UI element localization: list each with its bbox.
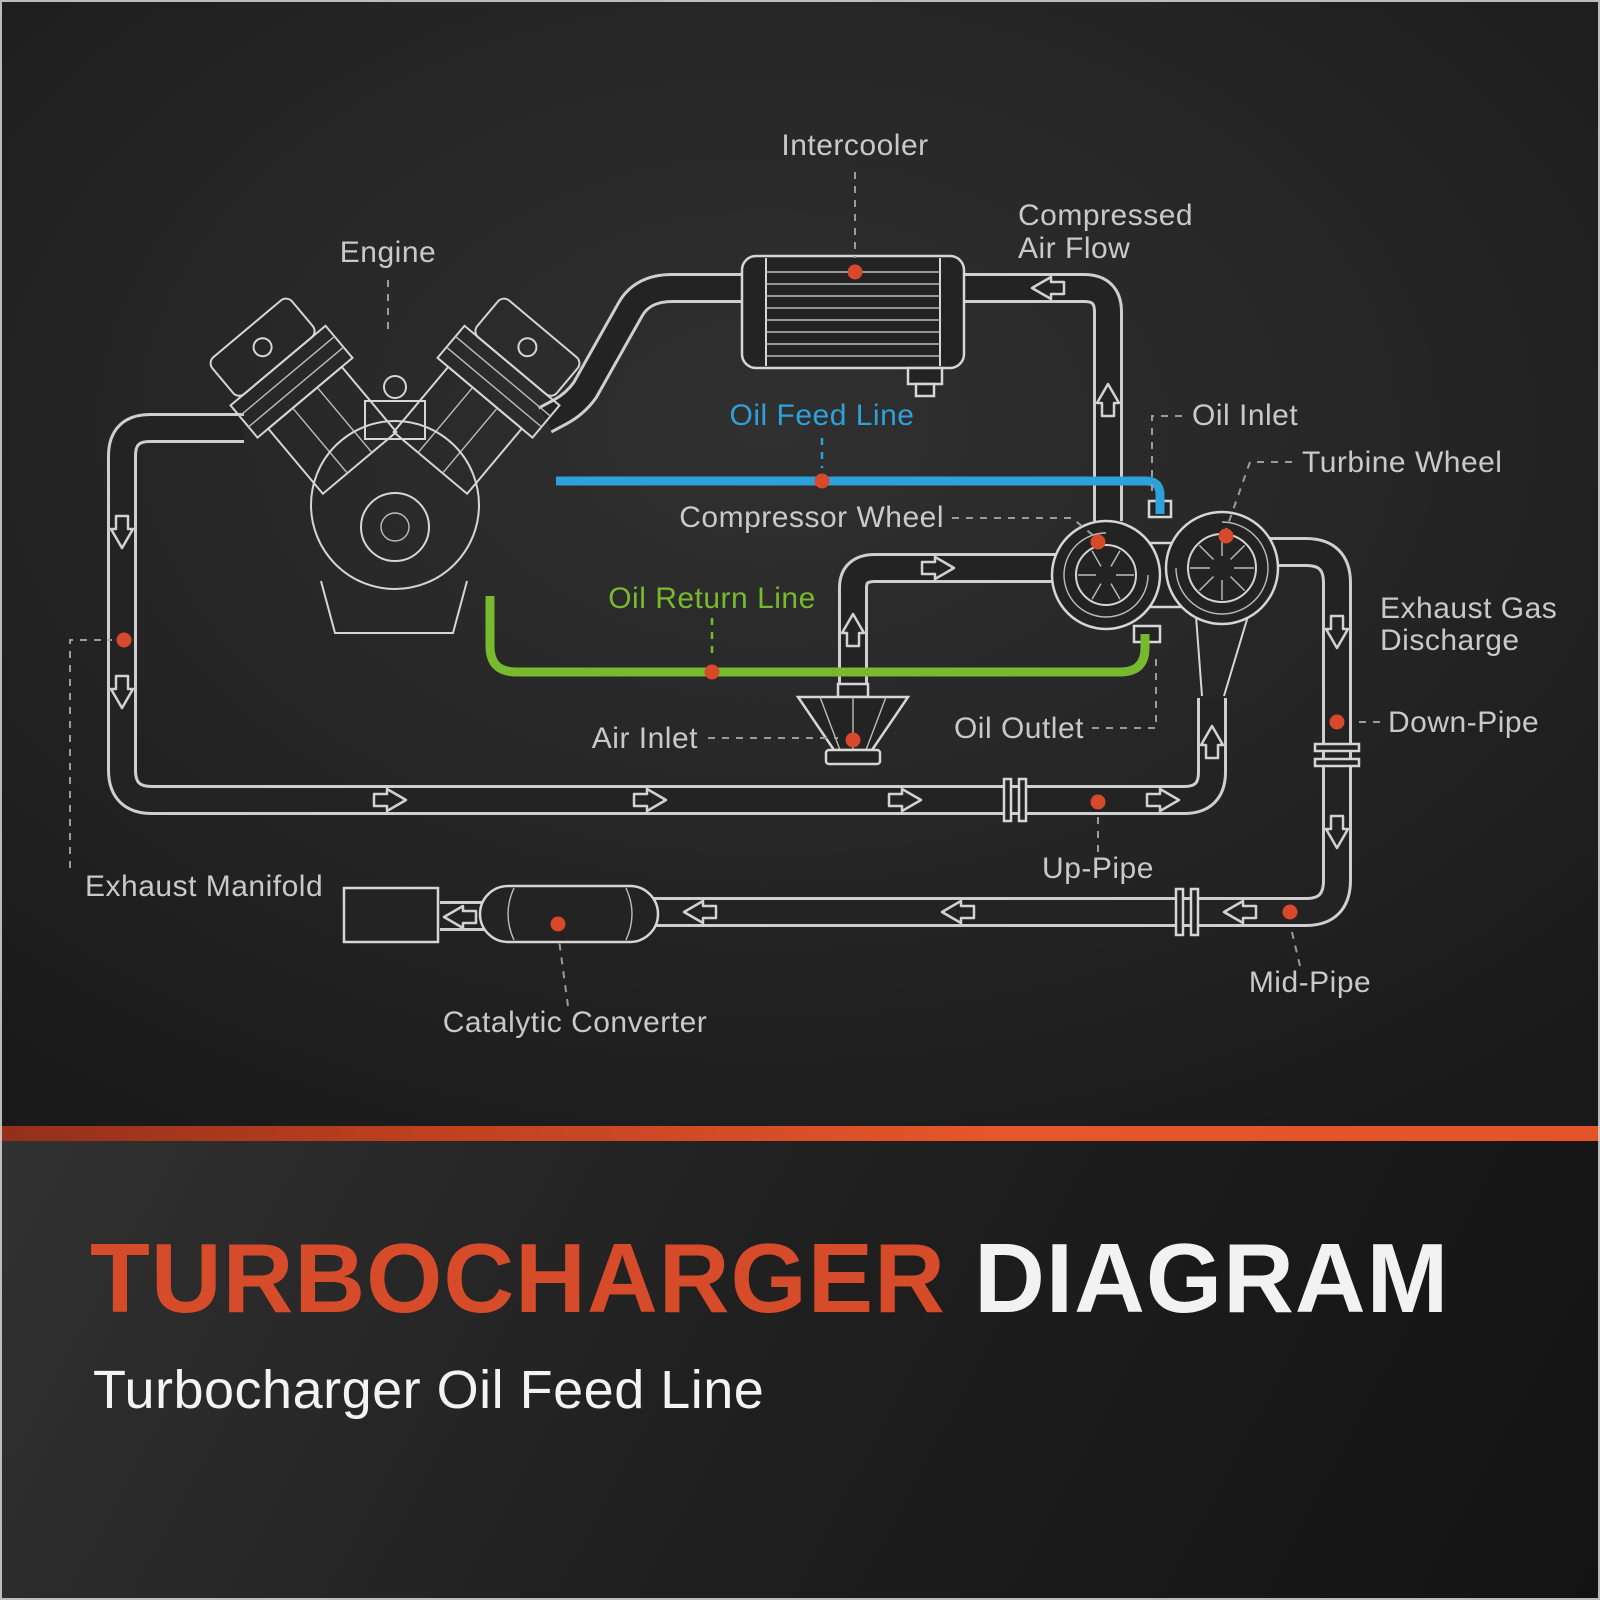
pipe-compressed-air-outer: [965, 273, 1123, 521]
dot-mid-pipe: [1282, 904, 1298, 920]
engine-crankcase: [310, 420, 480, 590]
downpipe-flange: [1313, 742, 1361, 753]
pipe-exhaust-manifold-uppipe-inner: [110, 416, 1224, 812]
labels: Intercooler Compressed Air Flow Engine O…: [85, 129, 1557, 1039]
engine-intake-plenum: [364, 400, 426, 440]
label-compressed-air-flow-2: Air Flow: [1018, 232, 1130, 265]
label-intercooler: Intercooler: [781, 129, 928, 162]
dot-oil-return: [704, 664, 720, 680]
title-word-diagram: DIAGRAM: [974, 1223, 1450, 1333]
label-engine: Engine: [340, 236, 436, 269]
pipe-flanges: [1002, 742, 1361, 937]
oil-feed-line: [556, 476, 1165, 514]
title-block: TURBOCHARGER DIAGRAM Turbocharger Oil Fe…: [0, 1141, 1600, 1600]
engine-illustration: [209, 297, 581, 634]
page-title: TURBOCHARGER DIAGRAM: [90, 1229, 1449, 1327]
pipe-intake-inner: [841, 556, 1062, 690]
dot-catalytic-converter: [550, 916, 566, 932]
dot-air-inlet: [845, 732, 861, 748]
compressor-blades: [1078, 550, 1134, 600]
label-turbine-wheel: Turbine Wheel: [1302, 446, 1502, 479]
leader-catalytic-converter: [558, 939, 569, 1007]
catalytic-converter-illustration: [478, 884, 660, 944]
diagram-area: Intercooler Compressed Air Flow Engine O…: [0, 0, 1600, 1126]
label-oil-return-line: Oil Return Line: [608, 582, 816, 615]
accent-stripe: [0, 1126, 1600, 1141]
engine-throttle: [383, 375, 407, 399]
dot-compressor-wheel: [1090, 534, 1106, 550]
engine-left-bank: [209, 297, 398, 496]
muffler-illustration: [342, 886, 440, 944]
label-exhaust-manifold: Exhaust Manifold: [85, 870, 323, 903]
dot-exhaust-manifold: [116, 632, 132, 648]
catalytic-converter-body: [478, 884, 660, 944]
air-filter-base: [824, 748, 882, 766]
intercooler-stub: [906, 366, 944, 386]
engine-right-bank: [392, 297, 581, 496]
label-compressor-wheel: Compressor Wheel: [679, 501, 944, 534]
pipe-compressed-air-inner: [965, 276, 1120, 521]
label-compressed-air-flow-1: Compressed: [1018, 199, 1193, 232]
turbine-housing: [1164, 510, 1280, 626]
dot-intercooler: [847, 264, 863, 280]
dot-oil-feed: [814, 473, 830, 489]
leader-lines: [69, 172, 1380, 1007]
turbo-diagram-svg: Intercooler Compressed Air Flow Engine O…: [69, 129, 1557, 1039]
engine-block: [392, 365, 524, 496]
leader-oil-outlet: [1092, 652, 1157, 729]
label-oil-outlet: Oil Outlet: [954, 712, 1084, 745]
label-oil-inlet: Oil Inlet: [1192, 399, 1298, 432]
engine-block: [266, 365, 398, 496]
label-exhaust-gas-discharge-1: Exhaust Gas: [1380, 592, 1557, 625]
label-down-pipe: Down-Pipe: [1388, 706, 1539, 739]
intercooler-illustration: [740, 254, 966, 398]
label-mid-pipe: Mid-Pipe: [1249, 966, 1371, 999]
cylinder-head: [229, 324, 354, 440]
air-filter-neck: [836, 682, 870, 699]
dot-up-pipe: [1090, 794, 1106, 810]
pipe-downpipe-midpipe-inner: [652, 540, 1349, 924]
leader-turbine-wheel: [1225, 461, 1292, 531]
engine-pulley: [360, 492, 430, 562]
pipe-intercooler-to-engine-inner: [539, 276, 742, 431]
title-word-turbocharger: TURBOCHARGER: [90, 1223, 946, 1333]
turbine-blades: [1190, 536, 1254, 600]
label-oil-feed-line: Oil Feed Line: [730, 399, 915, 432]
marker-dots: [116, 264, 1345, 932]
air-filter-illustration: [795, 682, 911, 766]
label-up-pipe: Up-Pipe: [1042, 852, 1154, 885]
oil-return-line: [485, 596, 1150, 677]
cylinder-head: [436, 324, 561, 440]
dot-down-pipe: [1329, 714, 1345, 730]
compressor-housing: [1050, 519, 1162, 631]
engine-oil-pan: [320, 580, 468, 634]
leader-exhaust-manifold: [69, 639, 112, 868]
label-exhaust-gas-discharge-2: Discharge: [1380, 624, 1520, 657]
dot-turbine-wheel: [1218, 528, 1234, 544]
turbocharger-illustration: [1050, 499, 1280, 697]
leader-oil-inlet: [1151, 415, 1182, 498]
intercooler-fins: [766, 271, 940, 357]
uppipe-flange: [1002, 777, 1013, 823]
leader-mid-pipe: [1290, 927, 1301, 967]
page-subtitle: Turbocharger Oil Feed Line: [93, 1360, 765, 1420]
label-catalytic-converter: Catalytic Converter: [443, 1006, 708, 1039]
midpipe-flange: [1174, 887, 1185, 937]
label-air-inlet: Air Inlet: [592, 722, 698, 755]
